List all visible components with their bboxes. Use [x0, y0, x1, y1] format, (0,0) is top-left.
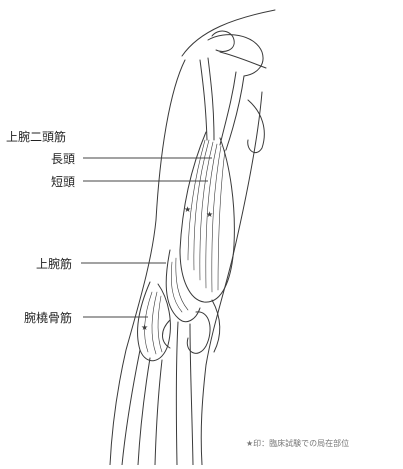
arm-outline-right: [201, 92, 262, 465]
svg-text:★: ★: [141, 323, 148, 332]
humeral-head: [212, 31, 234, 51]
label-short-head: 短頭: [51, 173, 75, 190]
label-biceps: 上腕二頭筋: [6, 128, 66, 145]
svg-text:★: ★: [184, 205, 191, 214]
label-brachioradialis: 腕橈骨筋: [24, 309, 72, 326]
label-brachialis: 上腕筋: [36, 255, 72, 272]
label-long-head: 長頭: [51, 150, 75, 167]
footnote: ★印：臨床試験での局在部位: [246, 438, 349, 449]
svg-text:★: ★: [206, 210, 213, 219]
brachialis-outline: [166, 250, 200, 322]
brachioradialis-belly: [138, 282, 171, 361]
scapula-outline: [208, 35, 263, 76]
